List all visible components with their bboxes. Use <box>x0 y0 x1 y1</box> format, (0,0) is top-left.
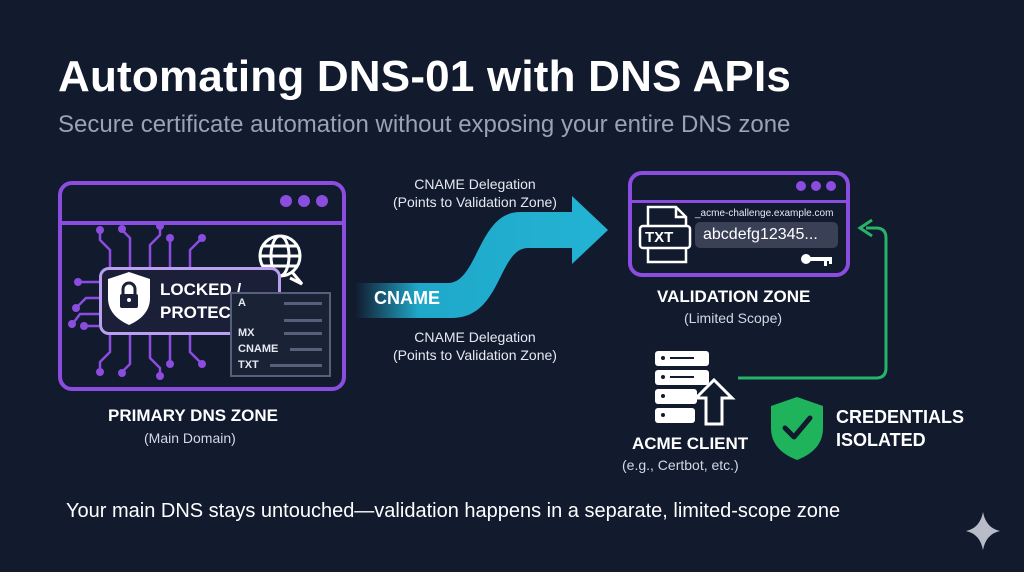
key-icon <box>801 254 832 266</box>
footer-caption: Your main DNS stays untouched—validation… <box>66 500 841 522</box>
window-dots <box>796 181 836 191</box>
txt-badge-frame <box>638 224 692 250</box>
shield-check-icon <box>771 397 823 460</box>
window-dot <box>811 181 821 191</box>
record-line <box>290 348 322 351</box>
txt-badge-label: TXT <box>645 229 674 246</box>
delegation-bottom-title: CNAME Delegation <box>414 329 536 345</box>
validation-zone-label: VALIDATION ZONE <box>657 287 811 306</box>
acme-record-name: _acme-challenge.example.com <box>695 208 834 219</box>
lock-status-line1: LOCKED / <box>160 280 242 299</box>
record-line <box>284 332 322 335</box>
credentials-isolated-label: CREDENTIALS ISOLATED <box>836 406 964 452</box>
page-subtitle: Secure certificate automation without ex… <box>58 111 791 138</box>
window-dot <box>316 195 328 207</box>
circuit-traces-icon <box>73 228 201 374</box>
validation-zone-sublabel: (Limited Scope) <box>684 310 783 326</box>
upload-arrow-icon <box>692 377 736 426</box>
page-title: Automating DNS-01 with DNS APIs <box>58 52 792 101</box>
record-type-txt: TXT <box>238 359 259 371</box>
window-dot <box>298 195 310 207</box>
record-type-cname: CNAME <box>238 343 279 355</box>
delegation-note-top: CNAME Delegation (Points to Validation Z… <box>380 175 570 211</box>
record-type-mx: MX <box>238 327 255 339</box>
circuit-nodes-icon <box>68 222 206 380</box>
acme-client-sublabel: (e.g., Certbot, etc.) <box>622 457 739 473</box>
record-line <box>270 364 322 367</box>
update-connector-line <box>738 226 888 380</box>
txt-token-value: abcdefg12345... <box>695 222 838 248</box>
credentials-line1: CREDENTIALS <box>836 407 965 427</box>
cname-arrow-icon <box>355 196 608 318</box>
dns-records-panel <box>230 292 331 377</box>
cname-arrow-label: CNAME <box>374 288 440 308</box>
window-dot <box>280 195 292 207</box>
acme-client-label: ACME CLIENT <box>632 434 749 453</box>
delegation-top-detail: (Points to Validation Zone) <box>393 194 557 210</box>
primary-zone-label: PRIMARY DNS ZONE <box>108 406 279 425</box>
record-type-a: A <box>238 297 246 309</box>
credentials-line2: ISOLATED <box>836 430 926 450</box>
sparkle-icon <box>966 512 1000 550</box>
window-dots <box>280 195 328 207</box>
record-line <box>284 319 322 322</box>
delegation-top-title: CNAME Delegation <box>414 176 536 192</box>
record-line <box>284 302 322 305</box>
window-titlebar-divider <box>62 221 342 225</box>
delegation-note-bottom: CNAME Delegation (Points to Validation Z… <box>380 328 570 364</box>
primary-zone-sublabel: (Main Domain) <box>144 430 236 446</box>
server-stack-icon <box>655 351 709 423</box>
connector-arrowhead-icon <box>857 218 873 238</box>
window-dot <box>796 181 806 191</box>
window-titlebar-divider <box>632 200 846 203</box>
window-dot <box>826 181 836 191</box>
delegation-bottom-detail: (Points to Validation Zone) <box>393 347 557 363</box>
